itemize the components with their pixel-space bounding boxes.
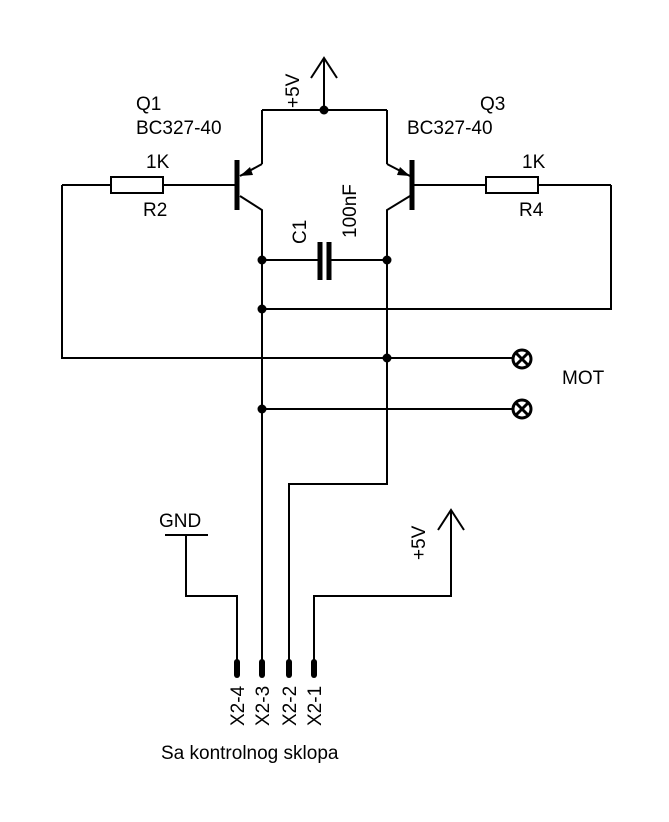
connector-pin-label: X2-2: [280, 686, 301, 726]
q3-part-label: BC327-40: [407, 118, 493, 139]
r4-return-wire: [262, 185, 612, 310]
bottom-supply-arrow-icon: [437, 508, 465, 531]
motor-terminal-bottom: [511, 398, 533, 420]
top-supply-arrow-icon: [310, 56, 338, 79]
junction-dot: [257, 404, 267, 414]
q1-emitter-arrow-icon: [240, 167, 253, 176]
bottom-supply-wire: [313, 510, 452, 660]
ground-label: GND: [159, 511, 201, 532]
right-collector-bus: [288, 215, 388, 660]
q1-collector: [239, 195, 263, 215]
r4-value-label: 1K: [522, 152, 546, 173]
resistor-r2: 1K R2: [62, 152, 237, 221]
connector-caption: Sa kontrolnog sklopa: [161, 743, 339, 764]
r2-body: [110, 176, 164, 194]
bottom-supply: +5V: [313, 508, 465, 660]
top-supply-label: +5V: [283, 73, 304, 108]
junction-dot: [257, 255, 267, 265]
q3-ref-label: Q3: [480, 94, 505, 115]
transistor-q1: Q1 BC327-40: [136, 94, 263, 215]
junction-dot: [382, 255, 392, 265]
c1-value-label: 100nF: [340, 184, 361, 238]
terminal-cross-icon: [514, 401, 530, 417]
c1-ref-label: C1: [290, 220, 311, 244]
motor-terminal-top: [511, 348, 533, 370]
q3-emitter-arrow-icon: [397, 167, 410, 176]
r2-return-wire: [61, 185, 512, 359]
connector-x2: X2-4 X2-3 X2-2 X2-1 Sa kontrolnog sklopa: [161, 659, 339, 764]
q1-ref-label: Q1: [136, 94, 161, 115]
transistor-q3: Q3 BC327-40: [386, 94, 505, 215]
top-supply: +5V: [283, 56, 338, 110]
motor-label: MOT: [562, 368, 605, 389]
ground-wire: [185, 535, 238, 660]
q1-part-label: BC327-40: [136, 118, 222, 139]
ground-symbol: GND: [159, 511, 238, 660]
connector-pin-label: X2-4: [228, 685, 249, 726]
r4-ref-label: R4: [519, 200, 544, 221]
r2-value-label: 1K: [146, 152, 170, 173]
junction-dot: [382, 353, 392, 363]
junction-dot: [257, 304, 267, 314]
resistor-r4: 1K R4: [412, 152, 611, 221]
junction-dot: [319, 105, 329, 115]
bottom-supply-label: +5V: [409, 525, 430, 560]
connector-pin-label: X2-3: [253, 686, 274, 726]
capacitor-c1: C1 100nF: [262, 184, 387, 280]
r4-body: [485, 176, 539, 194]
terminal-cross-icon: [514, 351, 530, 367]
r2-ref-label: R2: [143, 200, 167, 221]
q3-collector: [386, 195, 411, 215]
connector-pin-label: X2-1: [305, 686, 326, 726]
